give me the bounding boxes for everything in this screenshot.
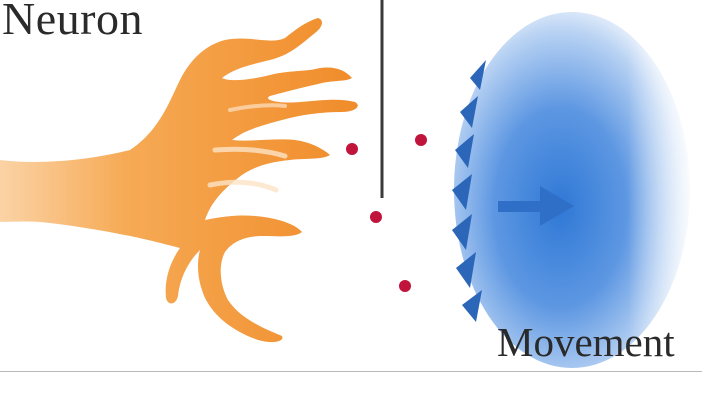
- vesicle-dot: [399, 280, 411, 292]
- neuron-label: Neuron: [2, 0, 143, 45]
- vesicles: [346, 134, 427, 292]
- target-cell: [454, 0, 702, 371]
- vesicle-dot: [346, 143, 358, 155]
- bottom-strip: [0, 371, 702, 397]
- neuron-terminal: [0, 18, 358, 342]
- vesicle-dot: [370, 211, 382, 223]
- vesicle-dot: [415, 134, 427, 146]
- movement-label: Movement: [497, 318, 675, 366]
